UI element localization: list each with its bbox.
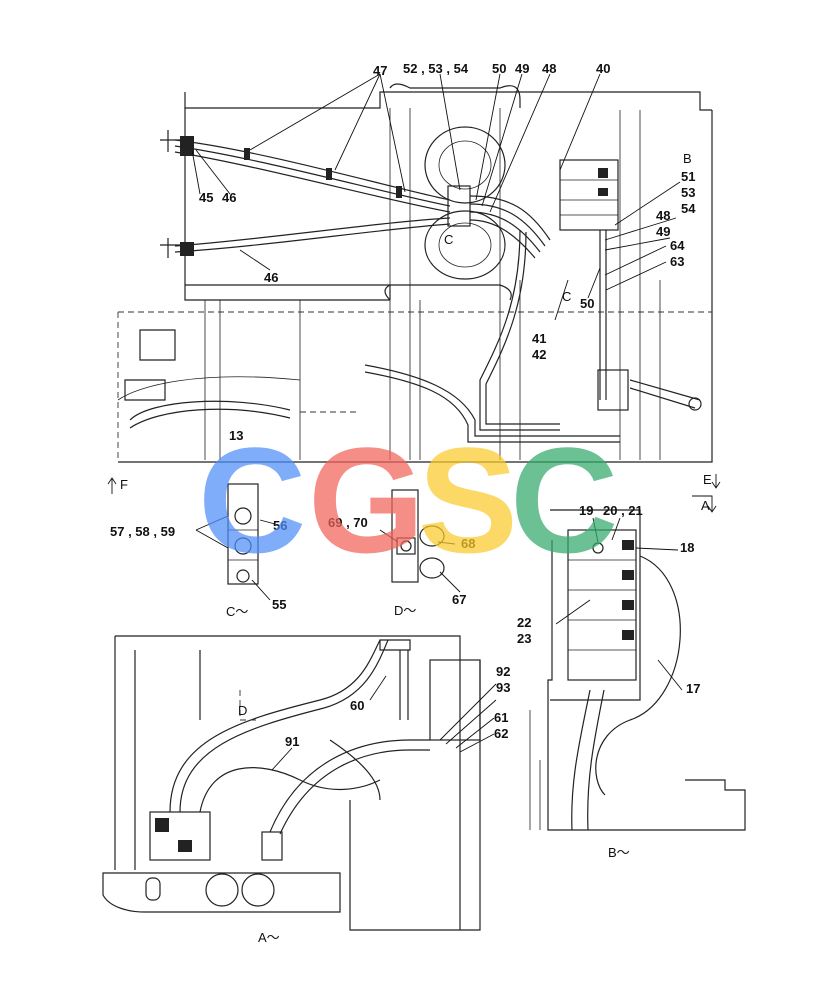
view-marker-c-left: C: [444, 232, 453, 247]
callout-50-lower: 50: [580, 296, 594, 311]
callout-51: 51: [681, 169, 695, 184]
callout-67: 67: [452, 592, 466, 607]
view-marker-d: D: [238, 703, 247, 718]
callout-54: 54: [681, 201, 696, 216]
callout-47: 47: [373, 63, 387, 78]
view-arrows: [107, 474, 721, 513]
callout-23: 23: [517, 631, 531, 646]
callout-13: 13: [229, 428, 243, 443]
callout-93: 93: [496, 680, 510, 695]
cgsc-watermark-logo: C G S C: [198, 416, 618, 584]
view-marker-f: F: [120, 477, 128, 492]
view-d: 69 , 70 68 67 D～: [328, 489, 475, 618]
callout-40: 40: [596, 61, 610, 76]
main-view-labels: 47 52 , 53 , 54 50 49 48 40 B 51 53 54 4…: [120, 61, 712, 513]
view-marker-c-right: C: [562, 289, 571, 304]
view-b-title: B～: [608, 845, 630, 860]
view-c-title: C～: [226, 604, 248, 619]
view-marker-b: B: [683, 151, 692, 166]
callout-48-right: 48: [656, 208, 670, 223]
view-a-title: A～: [258, 930, 280, 945]
callout-57-58-59: 57 , 58 , 59: [110, 524, 175, 539]
callout-61: 61: [494, 710, 508, 725]
callout-91: 91: [285, 734, 299, 749]
callout-46: 46: [222, 190, 236, 205]
callout-62: 62: [494, 726, 508, 741]
view-marker-e: E: [703, 472, 712, 487]
callout-49: 49: [515, 61, 529, 76]
callout-52-53-54: 52 , 53 , 54: [403, 61, 469, 76]
callout-60: 60: [350, 698, 364, 713]
watermark-letter-s: S: [418, 416, 518, 584]
view-b: 19 20 , 21 18 22 23 17 B～: [517, 503, 746, 860]
watermark-letter-c1: C: [198, 416, 306, 584]
callout-50: 50: [492, 61, 506, 76]
callout-42: 42: [532, 347, 546, 362]
callout-45: 45: [199, 190, 213, 205]
callout-41: 41: [532, 331, 546, 346]
view-a: D 60 92 93 61 62 91 A～: [102, 635, 510, 945]
callout-69-70: 69 , 70: [328, 515, 368, 530]
callout-48: 48: [542, 61, 556, 76]
callout-49-right: 49: [656, 224, 670, 239]
callout-63: 63: [670, 254, 684, 269]
callout-53: 53: [681, 185, 695, 200]
callout-55: 55: [272, 597, 286, 612]
watermark-letter-g: G: [308, 416, 425, 584]
view-c: 57 , 58 , 59 56 55 C～: [110, 483, 287, 619]
callout-92: 92: [496, 664, 510, 679]
watermark-letter-c2: C: [510, 416, 618, 584]
main-view: [117, 73, 713, 463]
callout-17: 17: [686, 681, 700, 696]
view-d-title: D～: [394, 603, 416, 618]
callout-68: 68: [461, 536, 475, 551]
callout-18: 18: [680, 540, 694, 555]
callout-46-lower: 46: [264, 270, 278, 285]
view-marker-a: A: [701, 498, 710, 513]
callout-56: 56: [273, 518, 287, 533]
callout-22: 22: [517, 615, 531, 630]
callout-64: 64: [670, 238, 685, 253]
callout-19: 19: [579, 503, 593, 518]
callout-20-21: 20 , 21: [603, 503, 643, 518]
